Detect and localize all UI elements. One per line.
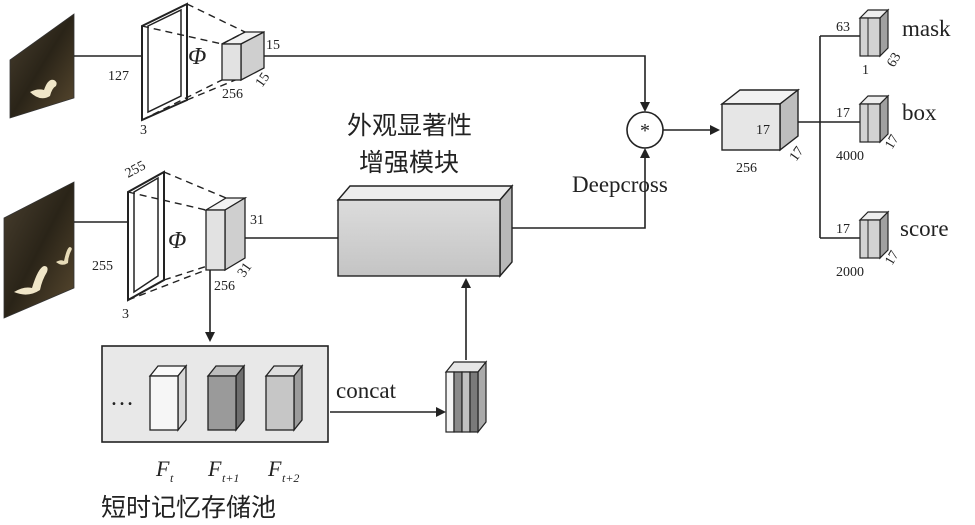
search-width-label: 255 <box>123 158 149 181</box>
template-out-channel-label: 256 <box>222 87 243 102</box>
enhance-module-label-line2: 增强模块 <box>359 148 459 177</box>
feature-symbol-t: F <box>155 456 170 481</box>
fusion-depth-label: 17 <box>787 144 807 164</box>
box-head <box>858 94 890 144</box>
memory-feature-t <box>148 364 188 432</box>
mask-head <box>858 8 890 58</box>
enhance-module-box <box>336 184 514 278</box>
search-out-channel-label: 256 <box>214 279 235 294</box>
memory-feature-t2 <box>264 364 304 432</box>
deepcross-label: Deepcross <box>572 172 668 197</box>
feature-sub-t1: t+1 <box>222 471 239 485</box>
score-head <box>858 210 890 260</box>
feature-label-t2: F t+2 <box>267 456 299 485</box>
fusion-feature-cube <box>719 88 801 152</box>
feature-sub-t2: t+2 <box>282 471 299 485</box>
score-head-bottom-label: 2000 <box>836 265 864 280</box>
score-head-side-label: 17 <box>882 248 902 268</box>
search-phi-symbol: Φ <box>168 228 186 254</box>
feature-symbol-t1: F <box>207 456 222 481</box>
feature-sub-t: t <box>170 471 174 485</box>
template-out-depth-label: 15 <box>253 70 273 90</box>
template-channel-label: 3 <box>140 123 147 138</box>
box-head-bottom-label: 4000 <box>836 149 864 164</box>
score-head-top-label: 17 <box>836 222 850 237</box>
box-head-top-label: 17 <box>836 106 850 121</box>
memory-pool-title: 短时记忆存储池 <box>101 493 276 522</box>
search-feature-cube <box>203 196 248 272</box>
module-to-operator-arrow <box>512 148 650 229</box>
memory-pool-ellipsis: … <box>110 385 134 411</box>
search-height-label: 255 <box>92 259 113 274</box>
template-height-label: 127 <box>108 69 129 84</box>
template-feature-cube <box>221 30 265 82</box>
box-head-name: box <box>902 100 937 125</box>
feature-symbol-t2: F <box>267 456 282 481</box>
search-image <box>3 181 75 319</box>
operator-symbol: * <box>640 120 650 142</box>
search-out-width-label: 31 <box>250 213 264 228</box>
template-image <box>9 13 75 119</box>
template-out-width-label: 15 <box>266 38 280 53</box>
template-to-operator-arrow <box>264 55 650 112</box>
concat-stack <box>444 360 488 434</box>
mask-head-bottom-label: 1 <box>862 63 869 78</box>
feature-label-t1: F t+1 <box>207 456 239 485</box>
mask-head-top-label: 63 <box>836 20 850 35</box>
score-head-name: score <box>900 216 949 241</box>
search-out-depth-label: 31 <box>235 260 255 280</box>
enhance-module-label-line1: 外观显著性 <box>347 111 472 140</box>
mask-head-name: mask <box>902 16 951 41</box>
search-channel-label: 3 <box>122 307 129 322</box>
concat-label: concat <box>336 378 397 403</box>
memory-feature-t1 <box>206 364 246 432</box>
box-head-side-label: 17 <box>882 132 902 152</box>
feature-label-t: F t <box>155 456 174 485</box>
template-phi-symbol: Φ <box>188 44 206 70</box>
search-crop-frame <box>127 170 227 302</box>
fusion-channel-label: 256 <box>736 161 757 176</box>
head-branch-lines <box>798 35 860 239</box>
fusion-width-label: 17 <box>756 123 770 138</box>
deepcross-operator: * <box>626 111 664 149</box>
mask-head-side-label: 63 <box>884 50 904 70</box>
